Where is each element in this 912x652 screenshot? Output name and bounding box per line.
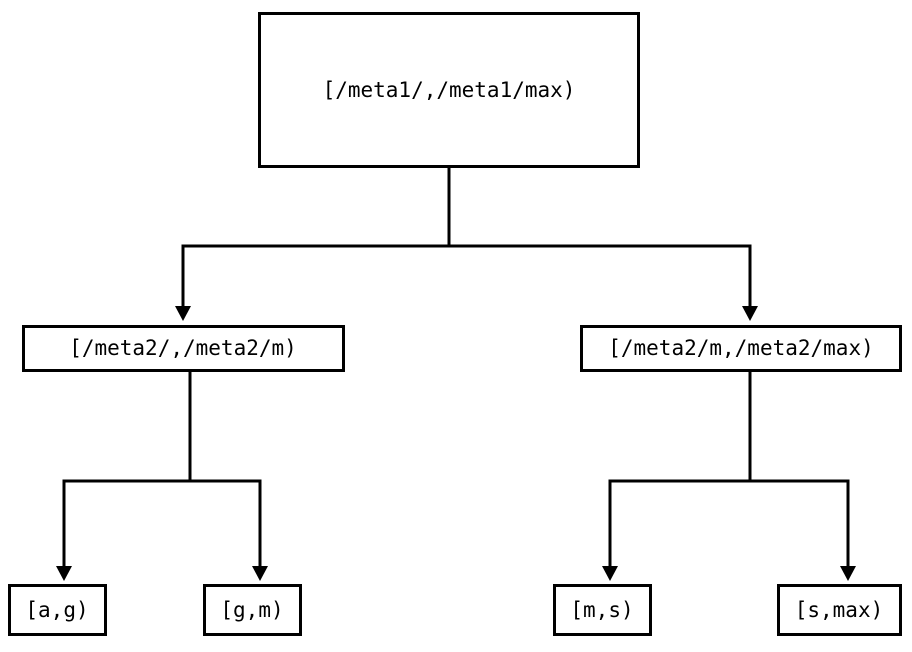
node-leaf-smax-box[interactable] [777,584,902,636]
arrowhead-to-leaf-ag [56,566,72,581]
node-leaf-gm-box[interactable] [203,584,302,636]
node-mid-left-label: [/meta2/,/meta2/m) [69,336,297,360]
node-leaf-ms-box[interactable] [553,584,652,636]
arrowhead-to-leaf-smax [840,566,856,581]
arrowhead-to-mid-right [742,306,758,321]
node-mid-left[interactable]: [/meta2/,/meta2/m) [22,325,345,372]
node-root[interactable]: [/meta1/,/meta1/max) [258,12,640,168]
node-mid-right-label: [/meta2/m,/meta2/max) [608,336,874,360]
node-leaf-ag[interactable]: [a,g) [8,584,107,636]
edge-mid-left-to-leaves [56,372,268,581]
node-mid-right-box[interactable] [580,325,902,372]
node-leaf-ag-label: [a,g) [25,598,88,622]
arrowhead-to-leaf-ms [602,566,618,581]
node-leaf-ms[interactable]: [m,s) [553,584,652,636]
arrowhead-to-leaf-gm [252,566,268,581]
edge-root-to-children [175,168,758,321]
node-mid-right[interactable]: [/meta2/m,/meta2/max) [580,325,902,372]
node-mid-left-box[interactable] [22,325,345,372]
arrowhead-to-mid-left [175,306,191,321]
node-leaf-smax-label: [s,max) [795,598,884,622]
node-leaf-ag-box[interactable] [8,584,107,636]
node-leaf-smax[interactable]: [s,max) [777,584,902,636]
node-root-box[interactable] [258,12,640,168]
node-leaf-gm[interactable]: [g,m) [203,584,302,636]
node-leaf-ms-label: [m,s) [570,598,633,622]
node-leaf-gm-label: [g,m) [220,598,283,622]
edge-mid-right-to-leaves [602,372,856,581]
node-root-label: [/meta1/,/meta1/max) [323,78,576,102]
